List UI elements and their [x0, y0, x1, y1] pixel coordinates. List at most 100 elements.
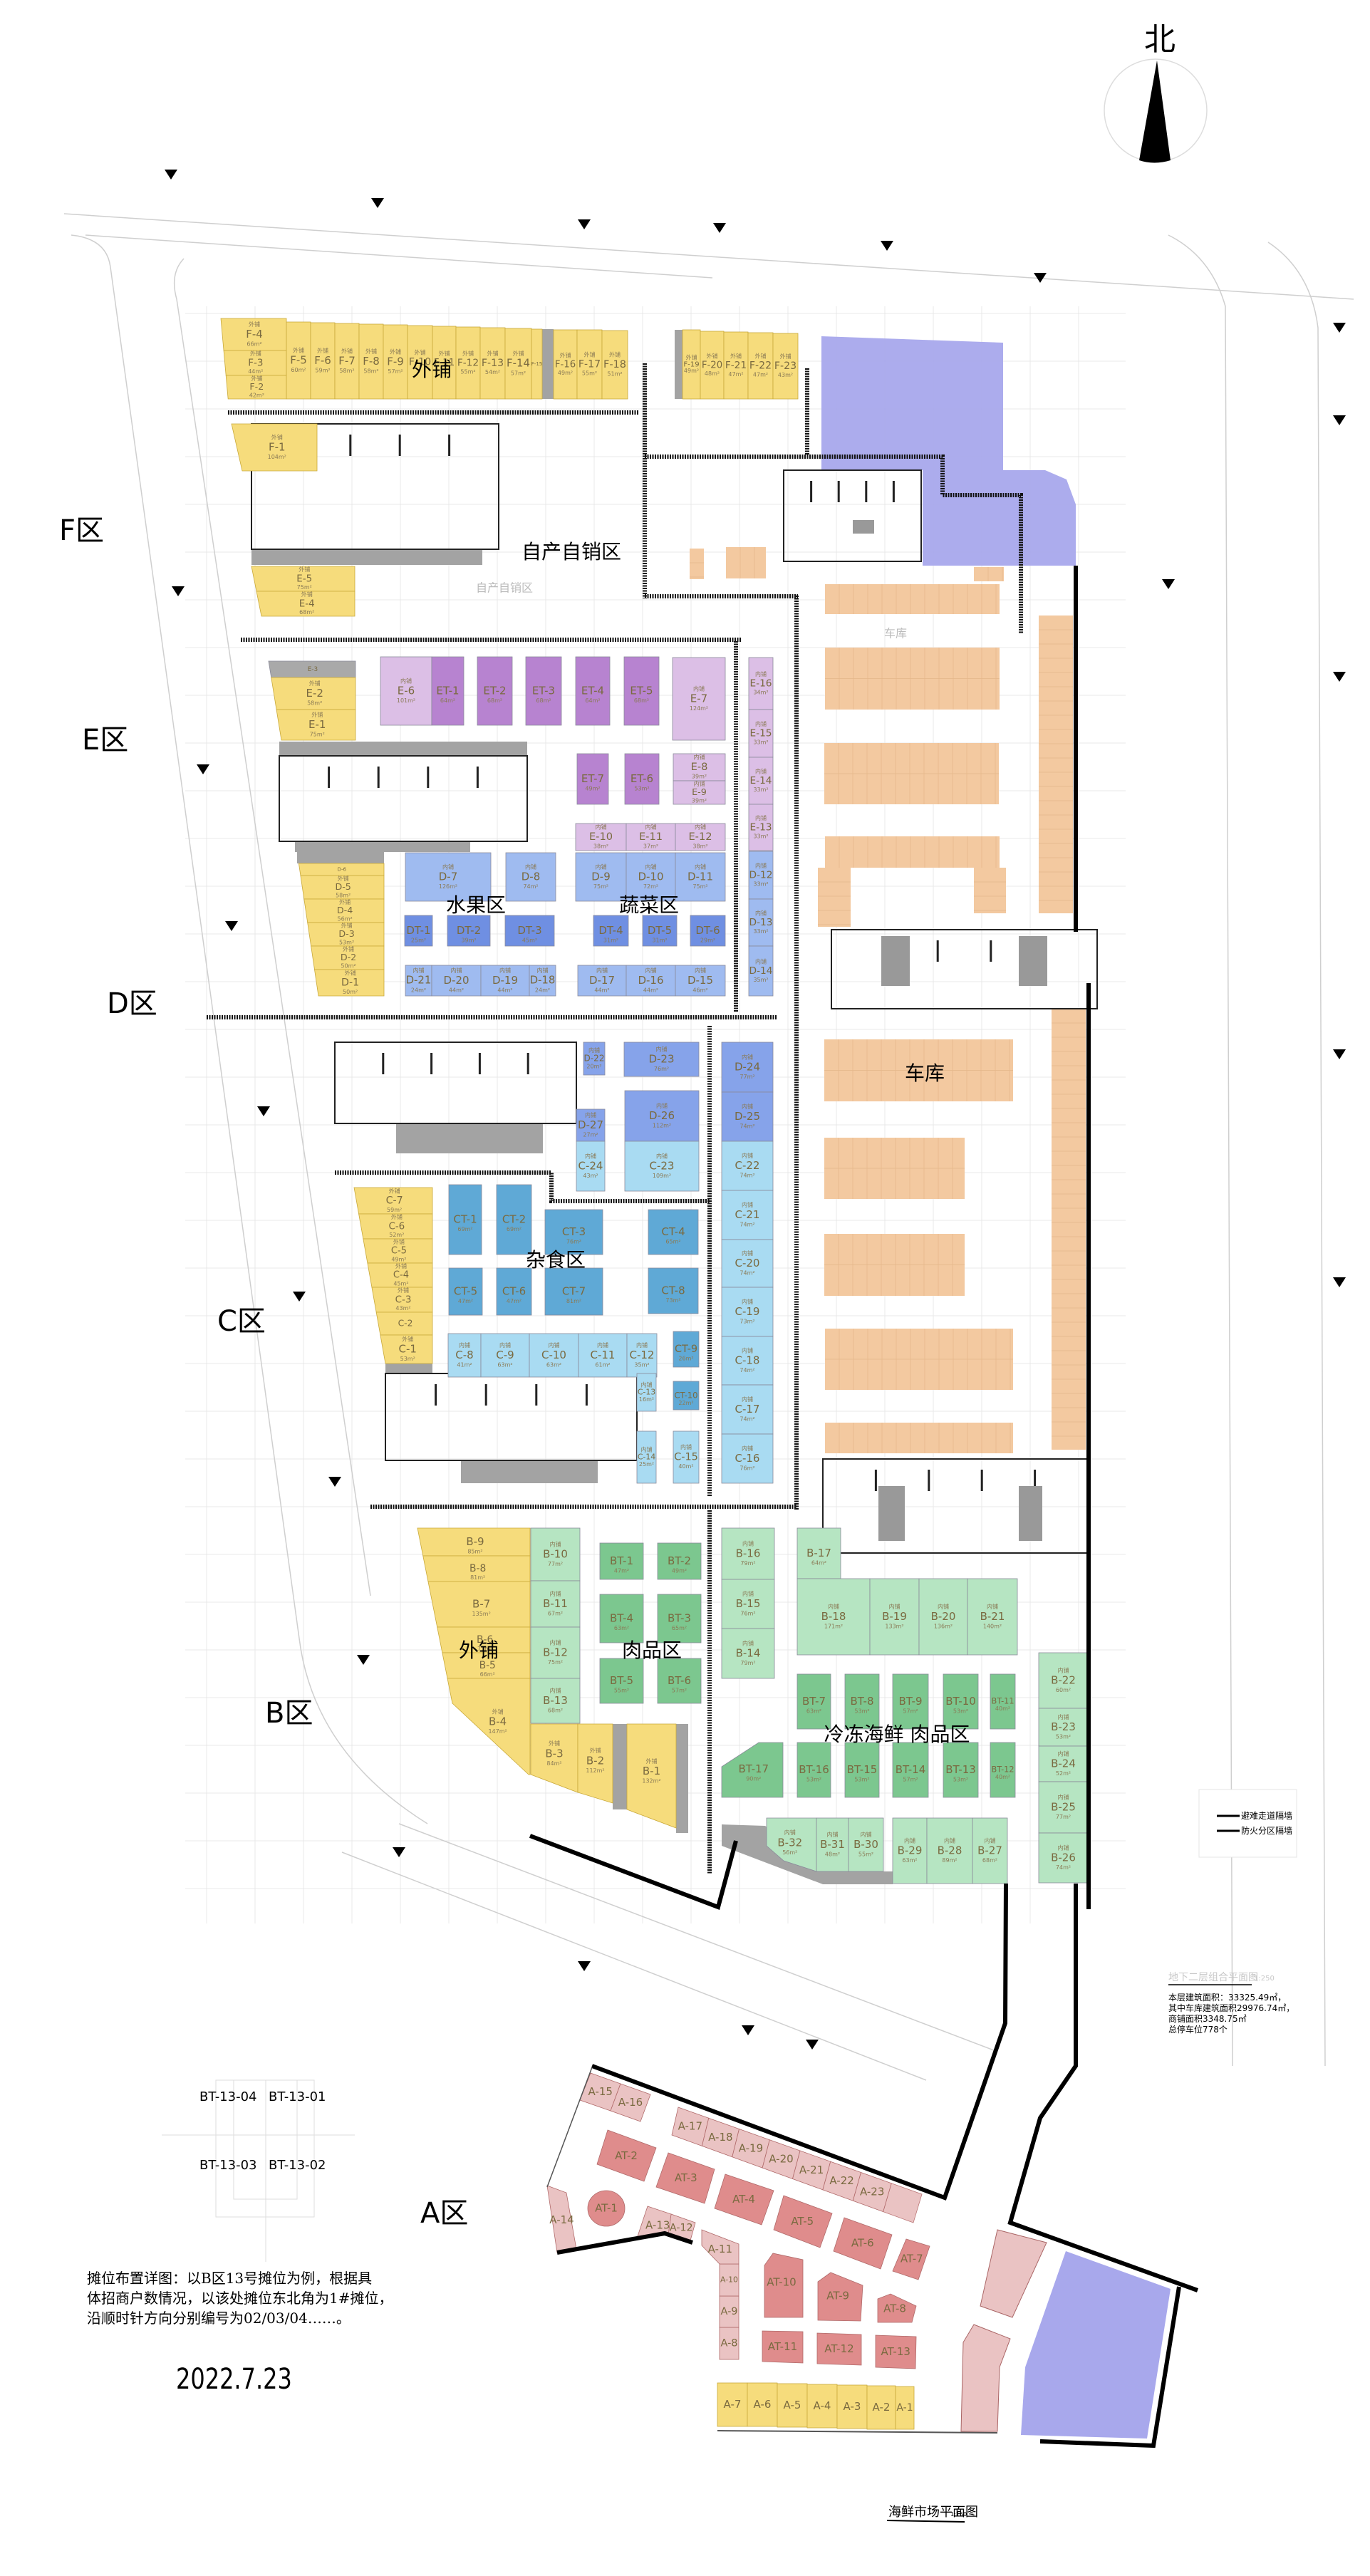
stall-f-15[interactable]: F-15 [531, 328, 543, 400]
stall-a-10[interactable]: A-10 [719, 2263, 740, 2297]
stall-a-5[interactable]: A-5 [777, 2383, 808, 2428]
stall-f-10[interactable]: 外铺F-10 [407, 325, 433, 400]
stall-a-16[interactable]: A-16 [610, 2083, 651, 2122]
stall-a-18[interactable]: A-18 [701, 2117, 740, 2158]
stall-a-2[interactable]: A-2 [866, 2385, 896, 2430]
stall-at-11[interactable]: AT-11 [762, 2330, 804, 2364]
stall-a-3[interactable]: A-3 [836, 2384, 868, 2429]
stall-e-3[interactable]: E-3 [268, 660, 356, 678]
stall-at-2[interactable]: AT-2 [596, 2129, 657, 2182]
stall-at-6[interactable]: AT-6 [833, 2217, 893, 2270]
stall-at-5[interactable]: AT-5 [773, 2195, 833, 2248]
stall-at-9[interactable]: AT-9 [817, 2272, 863, 2322]
stall-at-12[interactable]: AT-12 [816, 2332, 862, 2366]
stall-at-4[interactable]: AT-4 [714, 2174, 774, 2226]
stall-a-13[interactable]: A-13 [636, 2206, 672, 2239]
stall-at-7[interactable]: AT-7 [892, 2238, 930, 2280]
stall-at-1[interactable]: AT-1 [587, 2190, 626, 2227]
stall-a-19[interactable]: A-19 [732, 2128, 770, 2169]
